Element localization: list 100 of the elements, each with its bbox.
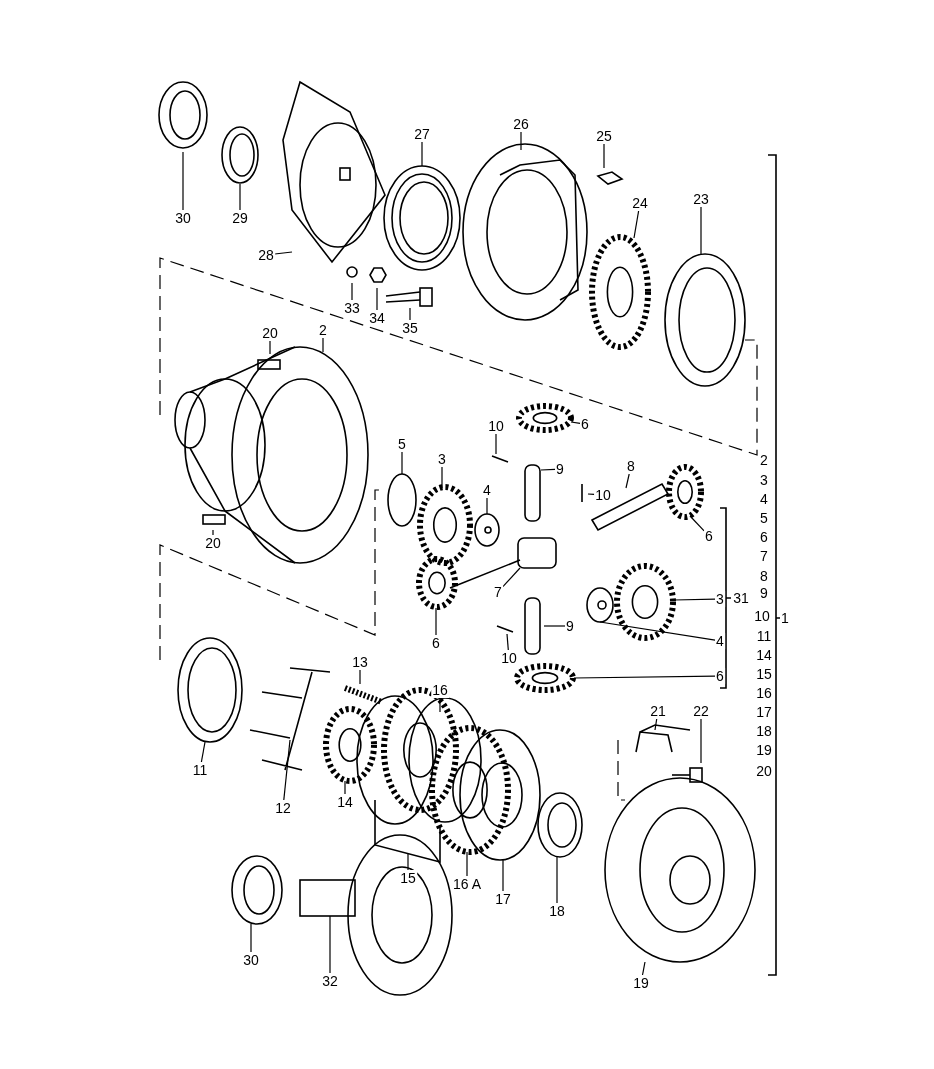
callout-number: 6 — [580, 416, 590, 432]
callout-number: 20 — [204, 535, 222, 551]
callout-number: 10 — [594, 487, 612, 503]
leader-line — [654, 718, 658, 731]
callout-number: 20 — [261, 325, 279, 341]
part-list-number: 16 — [756, 685, 772, 701]
leader-line — [570, 421, 581, 424]
part-list-number: 15 — [756, 666, 772, 682]
leader-line — [435, 607, 437, 636]
part-list-number: 2 — [760, 452, 768, 468]
leader-line — [486, 497, 488, 515]
callout-number: 8 — [626, 458, 636, 474]
callout-number: 21 — [649, 703, 667, 719]
leader-line — [250, 923, 252, 953]
callout-number: 6 — [715, 668, 725, 684]
callout-number: 30 — [242, 952, 260, 968]
leader-line — [407, 853, 409, 871]
callout-number: 29 — [231, 210, 249, 226]
leader-line — [351, 282, 353, 301]
leader-line — [182, 151, 184, 211]
leader-line — [439, 697, 441, 713]
part-list-number: 31 — [733, 590, 749, 606]
leader-line — [502, 859, 504, 892]
callout-number: 24 — [631, 195, 649, 211]
callout-number: 10 — [500, 650, 518, 666]
leader-line — [329, 915, 331, 974]
leader-line — [603, 143, 605, 169]
callout-number: 9 — [565, 618, 575, 634]
leader-line — [540, 468, 556, 471]
callout-number: 34 — [368, 310, 386, 326]
callout-number: 16 — [431, 682, 449, 698]
callout-number: 2 — [318, 322, 328, 338]
leader-line — [502, 567, 521, 588]
callout-number: 22 — [692, 703, 710, 719]
leader-line — [556, 856, 558, 904]
part-list-number: 7 — [760, 548, 768, 564]
callout-number: 4 — [482, 482, 492, 498]
part-list-number: 6 — [760, 529, 768, 545]
leader-line — [376, 287, 378, 311]
part-list-number: 5 — [760, 510, 768, 526]
leader-line — [587, 493, 595, 495]
part-list-number: 14 — [756, 647, 772, 663]
leader-line — [573, 675, 716, 679]
part-list-number: 1 — [781, 610, 789, 626]
callout-number: 11 — [191, 762, 209, 778]
leader-line — [421, 141, 423, 167]
part-list-number: 10 — [754, 608, 770, 624]
leader-line — [441, 466, 443, 489]
callout-number: 7 — [493, 584, 503, 600]
leader-line — [700, 206, 702, 255]
callout-number: 26 — [512, 116, 530, 132]
callout-number: 33 — [343, 300, 361, 316]
callout-number: 10 — [487, 418, 505, 434]
callout-number: 19 — [632, 975, 650, 991]
callout-number: 3 — [715, 591, 725, 607]
leader-line — [344, 780, 346, 795]
callout-number: 6 — [431, 635, 441, 651]
leader-line — [673, 598, 716, 601]
leader-line — [200, 741, 206, 763]
callout-number: 4 — [715, 633, 725, 649]
leader-line — [359, 669, 361, 685]
leader-line — [401, 451, 403, 475]
callout-number: 27 — [413, 126, 431, 142]
part-list-number: 8 — [760, 568, 768, 584]
callout-number: 3 — [437, 451, 447, 467]
callout-number: 13 — [351, 654, 369, 670]
part-list-number: 4 — [760, 491, 768, 507]
leader-line — [239, 183, 241, 211]
callout-number: 9 — [555, 461, 565, 477]
callout-number: 15 — [399, 870, 417, 886]
part-list-number: 11 — [756, 628, 772, 644]
callout-number: 23 — [692, 191, 710, 207]
part-list-number: 18 — [756, 723, 772, 739]
part-list-number: 9 — [760, 585, 768, 601]
callout-number: 6 — [704, 528, 714, 544]
leader-line — [689, 515, 705, 532]
leader-line — [495, 433, 497, 455]
part-list-number: 19 — [756, 742, 772, 758]
callout-number: 16 A — [452, 876, 482, 892]
leader-line — [633, 210, 640, 239]
leader-line — [700, 718, 702, 764]
callout-number: 28 — [257, 247, 275, 263]
part-list-number: 20 — [756, 763, 772, 779]
callout-number: 12 — [274, 800, 292, 816]
part-list-number: 17 — [756, 704, 772, 720]
callout-number: 18 — [548, 903, 566, 919]
leader-line — [543, 625, 566, 627]
callout-number: 30 — [174, 210, 192, 226]
part-list-number: 3 — [760, 472, 768, 488]
leader-line — [212, 529, 214, 536]
callout-number: 25 — [595, 128, 613, 144]
leader-line — [466, 851, 468, 877]
leader-line — [520, 131, 522, 151]
leader-line — [641, 961, 646, 976]
callout-number: 5 — [397, 436, 407, 452]
callout-number: 17 — [494, 891, 512, 907]
leader-line — [625, 473, 630, 489]
callout-number: 35 — [401, 320, 419, 336]
leader-line — [599, 621, 716, 641]
leader-line — [274, 251, 293, 255]
